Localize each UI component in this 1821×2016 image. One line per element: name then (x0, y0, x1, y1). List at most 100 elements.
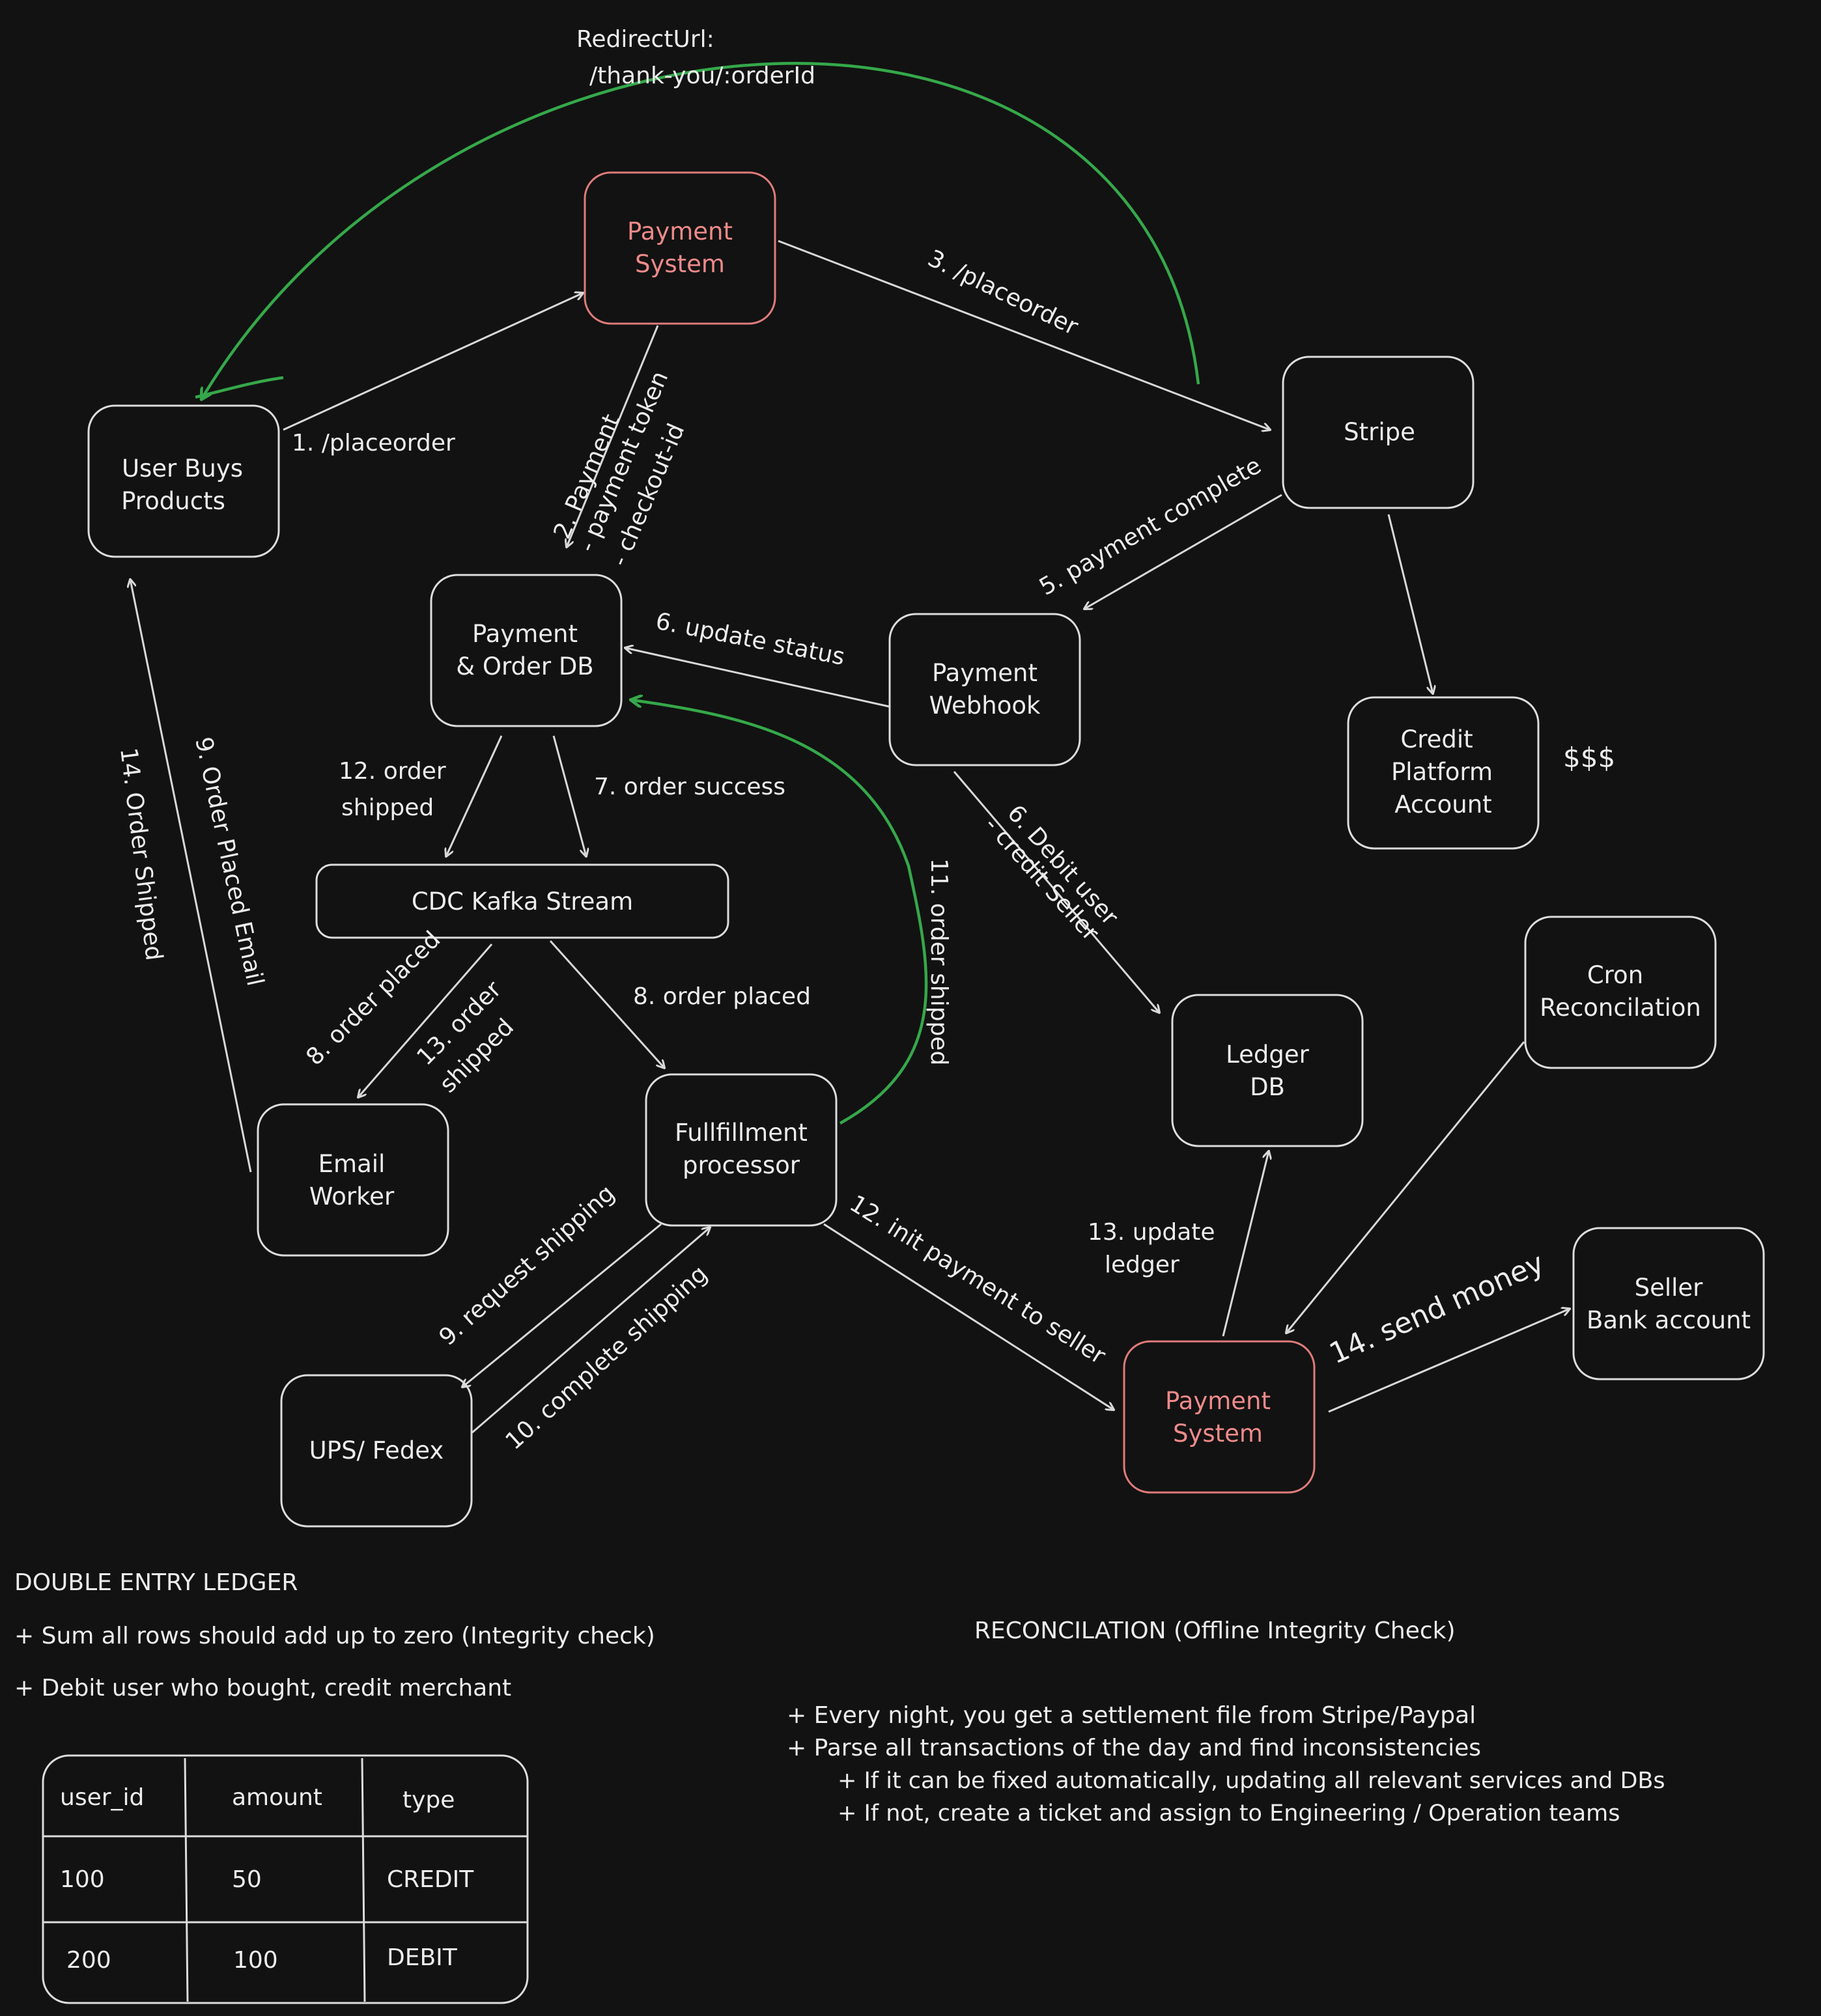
edge-fulfillment-to-ups (462, 1223, 662, 1387)
edge-payment-to-orderdb (567, 325, 659, 547)
edge-label-7: 7. order success (594, 774, 785, 800)
email-worker-node: Email Worker (257, 1103, 449, 1257)
redirect-label-line: /thank-you/:orderId (589, 63, 815, 89)
redirect-arrow-tick (195, 376, 284, 399)
edge-webhook-to-orderdb (625, 648, 890, 708)
table-header: type (402, 1787, 455, 1813)
edge-stripe-to-webhook (1084, 494, 1282, 609)
edge-label-9-email: 9. Order Placed Email (190, 735, 268, 988)
ledger-table: user_id amount type 100 50 CREDIT 200 10… (42, 1754, 529, 2004)
reconciliation-subpoint: + If not, create a ticket and assign to … (838, 1800, 1620, 1827)
node-label-line: Bank account (1587, 1306, 1751, 1334)
node-label-line: Platform (1391, 758, 1493, 786)
edge-payment-to-ledger (1222, 1151, 1269, 1337)
node-label-line: DB (1250, 1073, 1285, 1101)
table-cell: 100 (60, 1866, 105, 1893)
ups-node: UPS/ Fedex (280, 1374, 473, 1528)
node-label-line: Payment (472, 620, 578, 648)
edge-labels: RedirectUrl: /thank-you/:orderId 1. /pla… (115, 26, 1549, 1455)
edge-orderdb-to-kafka-success (552, 735, 586, 856)
node-label-line: Cron (1587, 961, 1643, 989)
reconciliation-point: + Every night, you get a settlement file… (787, 1702, 1476, 1729)
green-edges (195, 62, 1200, 1125)
payment-system-top-node: Payment System (584, 171, 776, 325)
node-label-line: Products (121, 487, 225, 515)
webhook-node: Payment Webhook (888, 613, 1081, 766)
edge-fulfillment-to-payment (823, 1223, 1114, 1410)
node-label-line: Worker (309, 1183, 395, 1211)
edge-ups-to-fulfillment (472, 1227, 710, 1434)
node-label-line: UPS/ Fedex (309, 1436, 444, 1464)
edge-payment-to-stripe (778, 240, 1270, 430)
node-label-line: Fullfillment (675, 1119, 808, 1147)
table-cell: 100 (233, 1947, 278, 1974)
node-label-line: Email (318, 1150, 386, 1178)
reconciliation-subpoint: + If it can be fixed automatically, upda… (838, 1768, 1665, 1794)
edge-label-10: 10. complete shipping (501, 1261, 713, 1455)
seller-bank-node: Seller Bank account (1572, 1227, 1765, 1380)
edge-label-11: 11. order shipped (925, 858, 952, 1065)
node-label-line: User Buys (122, 455, 243, 483)
table-cell: DEBIT (387, 1944, 458, 1971)
node-label-line: Stripe (1344, 418, 1415, 446)
edge-stripe-to-credit (1387, 514, 1433, 693)
node-label-line: Seller (1635, 1274, 1704, 1302)
node-label-line: processor (683, 1151, 800, 1179)
node-label-line: Webhook (929, 692, 1041, 720)
node-label-line: Ledger (1226, 1041, 1309, 1069)
table-cell: 50 (232, 1866, 262, 1893)
edge-label-13-ledger: 13. update (1088, 1219, 1215, 1246)
node-label-line: Reconcilation (1540, 994, 1701, 1022)
edge-label-14-user: 14. Order Shipped (115, 746, 167, 962)
edge-label-12-pay: 12. init payment to seller (845, 1190, 1110, 1370)
node-label-line: Credit (1400, 725, 1473, 753)
edge-label-8-fulfil: 8. order placed (633, 983, 811, 1010)
edge-orderdb-to-kafka-shipped (446, 735, 503, 856)
stripe-node: Stripe (1282, 356, 1475, 509)
reconciliation-notes: RECONCILATION (Offline Integrity Check) … (787, 1617, 1665, 1827)
ledger-notes-point: + Debit user who bought, credit merchant (14, 1675, 511, 1701)
edge-user-to-payment (283, 293, 583, 431)
redirect-arrow (202, 62, 1200, 399)
node-label-line: Account (1394, 791, 1491, 819)
edge-fulfillment-to-orderdb (632, 700, 928, 1125)
node-label-line: Payment (627, 217, 733, 245)
edge-label-12-shipped: shipped (341, 794, 434, 821)
edge-kafka-to-email (358, 944, 493, 1097)
edge-label-12-shipped: 12. order (339, 758, 446, 785)
money-symbol: $$$ (1563, 742, 1615, 774)
edge-email-to-user (130, 580, 252, 1173)
edge-webhook-to-ledger (953, 771, 1159, 1013)
table-cell: CREDIT (387, 1866, 474, 1893)
table-header: user_id (60, 1784, 144, 1811)
edge-payment-to-seller (1328, 1309, 1570, 1413)
payment-system-bottom-node: Payment System (1123, 1340, 1316, 1494)
ledger-notes-title: DOUBLE ENTRY LEDGER (14, 1569, 298, 1596)
credit-platform-node: Credit Platform Account (1347, 696, 1540, 850)
redirect-label-line: RedirectUrl: (576, 26, 714, 53)
reconciliation-point: + Parse all transactions of the day and … (787, 1735, 1481, 1761)
ledger-db-node: Ledger DB (1171, 994, 1364, 1147)
node-label-line: Payment (1165, 1387, 1271, 1415)
edge-label-5: 5. payment complete (1035, 452, 1266, 600)
edge-cron-to-payment (1286, 1041, 1525, 1333)
node-label-line: System (635, 250, 725, 278)
node-label-line: System (1173, 1420, 1263, 1448)
edge-label-13-ledger: ledger (1105, 1252, 1179, 1278)
node-label-line: CDC Kafka Stream (412, 888, 633, 916)
edge-label-1: 1. /placeorder (292, 430, 455, 456)
fulfillment-node: Fullfillment processor (645, 1073, 838, 1227)
reconciliation-title: RECONCILATION (Offline Integrity Check) (974, 1617, 1456, 1644)
ledger-notes-point: + Sum all rows should add up to zero (In… (14, 1623, 655, 1649)
node-label-line: & Order DB (456, 652, 593, 680)
cron-node: Cron Reconcilation (1524, 916, 1717, 1069)
edges (130, 240, 1570, 1434)
edge-label-9-ship: 9. request shipping (434, 1180, 620, 1351)
table-cell: 200 (66, 1947, 111, 1974)
ledger-notes: DOUBLE ENTRY LEDGER + Sum all rows shoul… (14, 1569, 655, 1701)
table-header: amount (232, 1784, 322, 1811)
edge-kafka-to-fulfillment (549, 940, 664, 1068)
node-label-line: Payment (932, 659, 1038, 687)
edge-label-14-money: 14. send money (1325, 1246, 1549, 1371)
